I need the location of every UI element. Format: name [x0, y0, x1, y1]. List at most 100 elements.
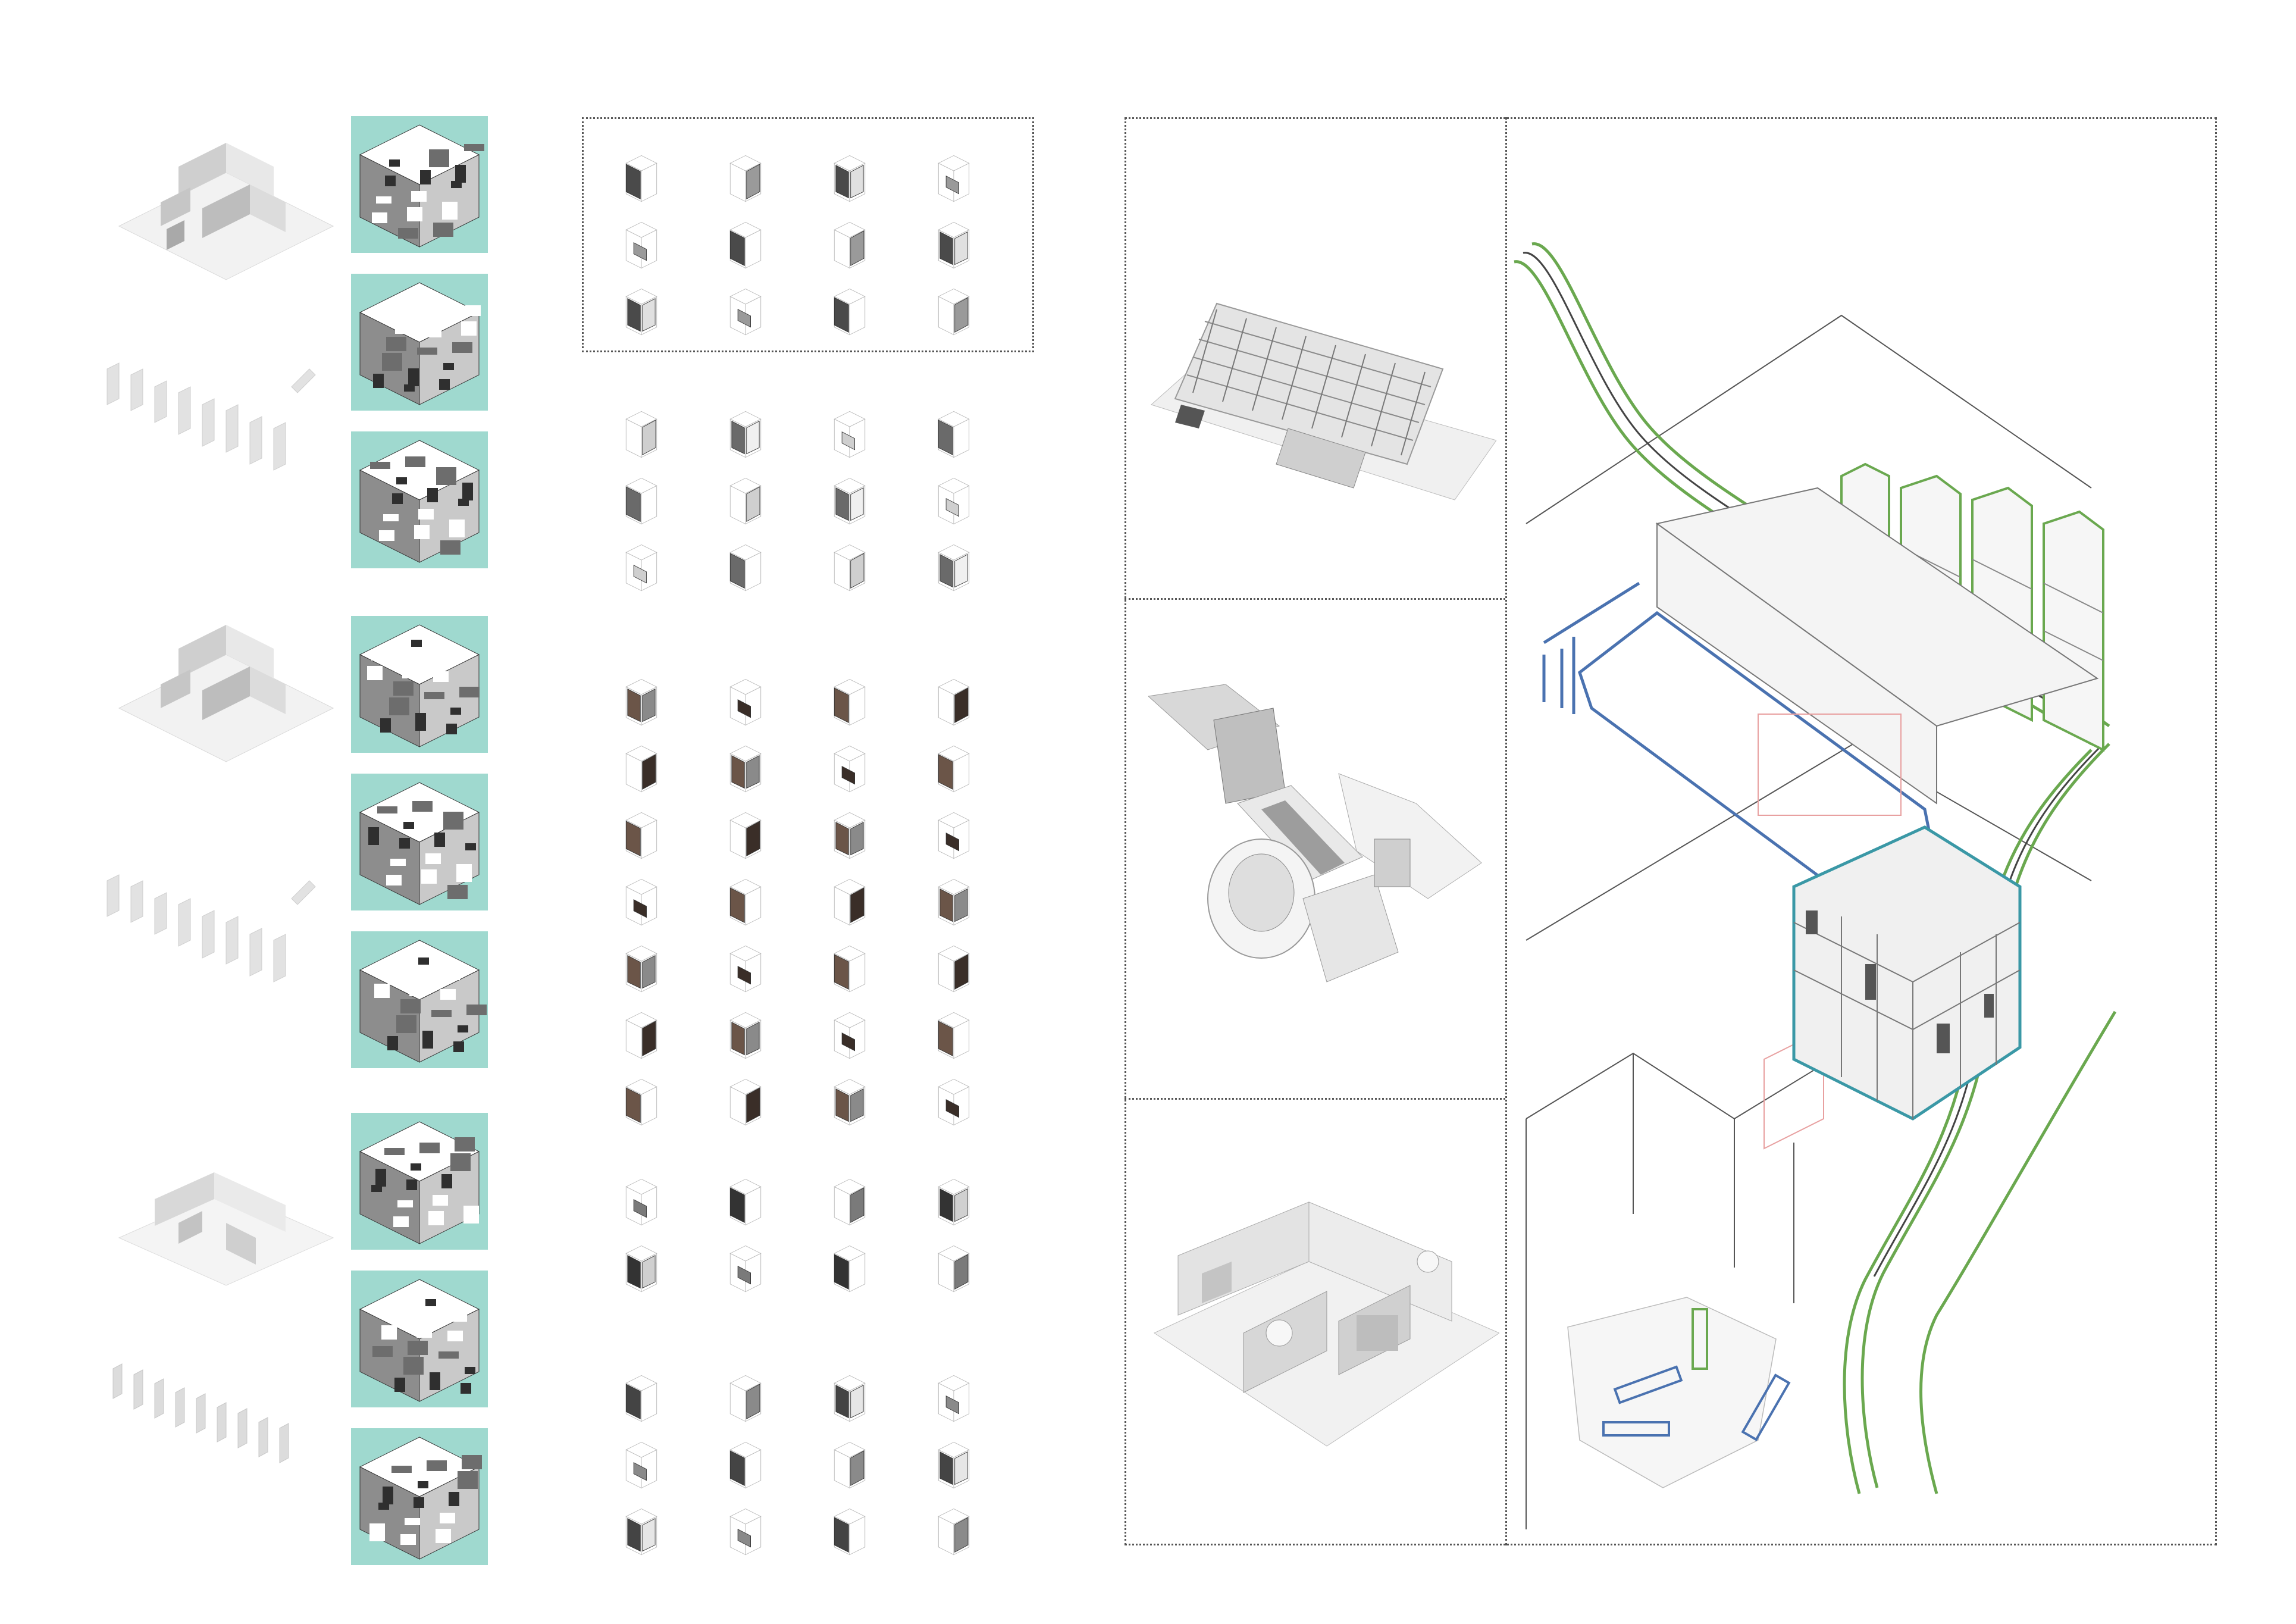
- site-axonometric: [1514, 242, 2117, 1529]
- module-cube-icon: [729, 155, 762, 202]
- module-cube-icon: [729, 878, 762, 926]
- module-cube-icon: [938, 544, 970, 592]
- board-divider-h2: [1124, 1098, 1505, 1100]
- key-plan-inset: [1567, 1297, 1777, 1488]
- module-cube-icon: [729, 544, 762, 592]
- module-cube-icon: [729, 288, 762, 336]
- module-cube-icon: [625, 411, 657, 458]
- module-cube-icon: [938, 1012, 970, 1059]
- module-cube-icon: [625, 155, 657, 202]
- module-cube-icon: [625, 1012, 657, 1059]
- module-cube-icon: [834, 1375, 866, 1422]
- module-cube-icon: [729, 745, 762, 793]
- module-cube-icon: [938, 288, 970, 336]
- key-plan-blue-marker-2: [1602, 1421, 1670, 1437]
- module-cube-icon: [625, 288, 657, 336]
- module-cube-icon: [938, 1375, 970, 1422]
- module-cube-icon: [834, 745, 866, 793]
- module-cube-icon: [834, 812, 866, 859]
- module-cube-icon: [834, 1245, 866, 1293]
- room-model-1: [118, 143, 334, 280]
- module-cube-icon: [834, 221, 866, 269]
- module-cube-icon: [938, 1245, 970, 1293]
- module-cube-icon: [834, 1012, 866, 1059]
- module-cube-icon: [729, 1441, 762, 1489]
- teal-cube-tile: [351, 116, 488, 253]
- rail-track-dark: [1523, 252, 2101, 1277]
- cube-cluster-icon: [359, 1121, 480, 1244]
- module-cube-icon: [625, 812, 657, 859]
- module-cube-icon: [729, 1078, 762, 1126]
- module-cube-icon: [834, 288, 866, 336]
- key-plan-blue-marker-3: [1741, 1373, 1791, 1441]
- detail-model-tower: [1148, 684, 1482, 982]
- detail-model-interior: [1153, 1201, 1499, 1447]
- module-cube-icon: [938, 221, 970, 269]
- module-cube-icon: [625, 1508, 657, 1556]
- module-cube-icon: [625, 678, 657, 726]
- module-cube-icon: [834, 544, 866, 592]
- module-cube-icon: [938, 745, 970, 793]
- teal-cube-tile: [351, 431, 488, 568]
- module-cube-icon: [729, 1178, 762, 1226]
- module-cube-icon: [729, 1375, 762, 1422]
- key-plan-blue-marker-1: [1613, 1365, 1683, 1404]
- module-cube-icon: [729, 477, 762, 525]
- key-plan-green-marker: [1692, 1308, 1708, 1370]
- module-cube-icon: [729, 1012, 762, 1059]
- module-cube-icon: [834, 878, 866, 926]
- module-cube-icon: [729, 945, 762, 993]
- module-cube-icon: [834, 1078, 866, 1126]
- teal-cube-tile: [351, 1113, 488, 1250]
- wall-strip-1: [107, 362, 316, 471]
- cube-cluster-icon: [359, 440, 480, 563]
- wall-strip-3: [112, 1363, 289, 1463]
- teal-cube-tile: [351, 931, 488, 1068]
- cube-cluster-icon: [359, 124, 484, 248]
- module-cube-icon: [938, 477, 970, 525]
- teal-cube-tile: [351, 616, 488, 753]
- long-building: [1655, 487, 2099, 805]
- cube-cluster-icon: [359, 1279, 480, 1402]
- cube-cluster-icon: [359, 1437, 482, 1560]
- board-divider-h1: [1124, 598, 1505, 600]
- module-cube-icon: [625, 1441, 657, 1489]
- module-cube-icon: [834, 1441, 866, 1489]
- catalogue-frame: [582, 117, 1034, 352]
- module-cube-icon: [625, 1078, 657, 1126]
- module-cube-icon: [938, 1441, 970, 1489]
- cube-cluster-icon: [359, 782, 480, 905]
- module-cube-icon: [938, 945, 970, 993]
- module-cube-icon: [938, 1078, 970, 1126]
- module-cube-icon: [834, 477, 866, 525]
- module-cube-icon: [834, 411, 866, 458]
- teal-cube-tile: [351, 274, 488, 411]
- left-model-column: [89, 119, 339, 1547]
- cube-cluster-icon: [359, 624, 480, 747]
- module-cube-icon: [834, 155, 866, 202]
- module-cube-icon: [938, 812, 970, 859]
- module-cube-icon: [834, 1508, 866, 1556]
- module-cube-icon: [729, 678, 762, 726]
- module-cube-icon: [938, 411, 970, 458]
- teal-cube-tile: [351, 1271, 488, 1407]
- module-cube-icon: [938, 1178, 970, 1226]
- module-cube-icon: [625, 945, 657, 993]
- cube-cluster-icon: [359, 282, 481, 405]
- module-cube-icon: [625, 1178, 657, 1226]
- teal-cube-tile: [351, 774, 488, 910]
- module-cube-icon: [729, 221, 762, 269]
- module-cube-icon: [729, 411, 762, 458]
- module-cube-icon: [729, 1245, 762, 1293]
- module-cube-icon: [938, 155, 970, 202]
- module-cube-icon: [625, 544, 657, 592]
- module-cube-icon: [625, 477, 657, 525]
- module-cube-icon: [625, 1375, 657, 1422]
- module-cube-icon: [625, 221, 657, 269]
- module-cube-icon: [625, 745, 657, 793]
- module-cube-icon: [729, 812, 762, 859]
- teal-cube-column: [351, 116, 494, 1565]
- module-cube-icon: [625, 878, 657, 926]
- module-cube-icon: [834, 945, 866, 993]
- module-cube-icon: [834, 1178, 866, 1226]
